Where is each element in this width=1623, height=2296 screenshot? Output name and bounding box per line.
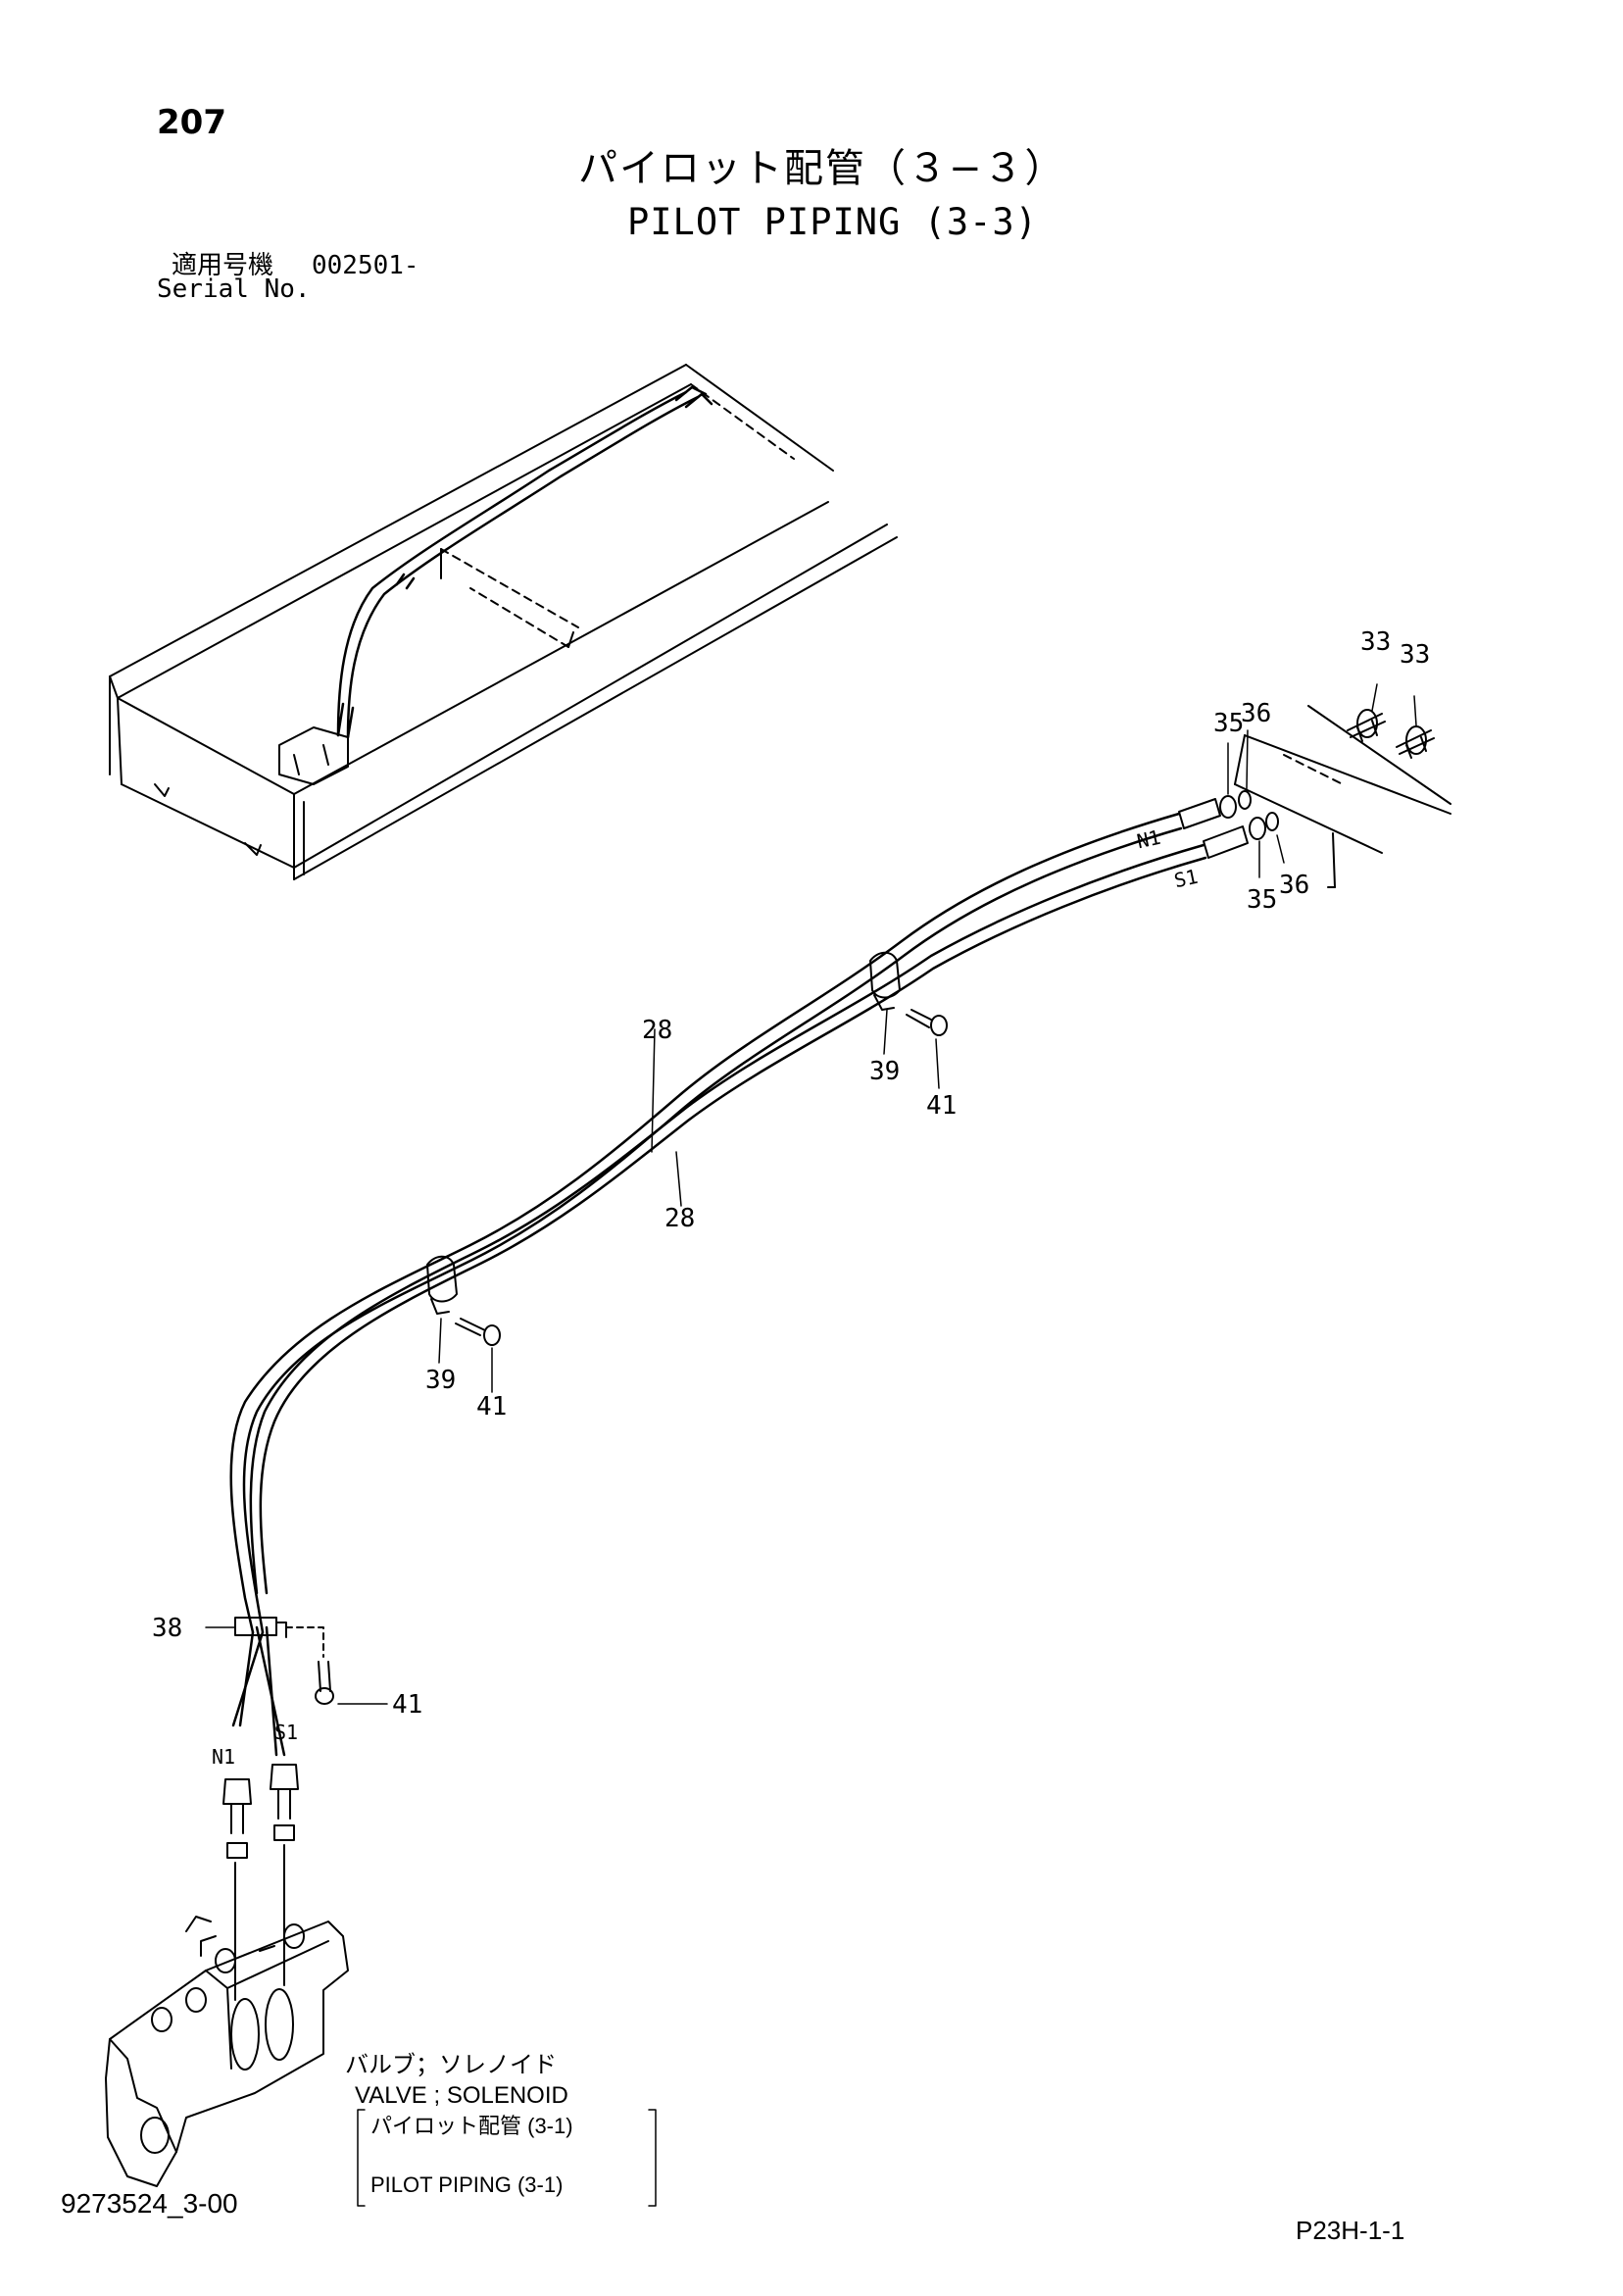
callout-41-upper: 41 (926, 1091, 958, 1121)
port-label-n1-top: N1 (1134, 824, 1163, 854)
callout-28-upper: 28 (642, 1016, 673, 1045)
callout-41-lower: 41 (392, 1690, 423, 1720)
callout-33-left: 33 (1360, 627, 1392, 657)
clamp-upper (870, 953, 947, 1035)
page-number: 207 (157, 103, 226, 142)
serial-label-en: Serial No. (157, 275, 311, 304)
ref-pipe-jp: パイロット配管 (3-1) (370, 2114, 573, 2138)
callout-39-upper: 39 (869, 1057, 901, 1086)
callout-33-right: 33 (1400, 640, 1431, 670)
callout-38: 38 (152, 1614, 183, 1643)
boom-harness (338, 387, 712, 737)
ref-valve-en: VALVE ; SOLENOID (355, 2082, 568, 2109)
leader-lines (206, 684, 1416, 1704)
boom-housing (110, 365, 897, 879)
port-label-s1-bottom: S1 (274, 1721, 299, 1744)
page-code: P23H-1-1 (1296, 2216, 1405, 2245)
ref-pipe-en: PILOT PIPING (3-1) (370, 2172, 564, 2197)
port-label-n1-bottom: N1 (212, 1745, 236, 1769)
clamp-middle (427, 1257, 500, 1345)
port-label-s1-top: S1 (1171, 864, 1201, 893)
document-id: 9273524_3-00 (61, 2188, 238, 2219)
callout-39-middle: 39 (425, 1366, 457, 1395)
reference-brackets (358, 2110, 656, 2206)
clamp-lower (235, 1618, 333, 1704)
callout-35-upper: 35 (1213, 709, 1245, 738)
page-title-en: PILOT PIPING (3-3) (627, 201, 1038, 243)
pilot-hoses (231, 814, 1205, 1755)
solenoid-valve (106, 1917, 348, 2186)
callout-36-upper: 36 (1241, 699, 1272, 728)
page-title-jp: パイロット配管（３−３） (578, 146, 1066, 191)
callout-41-middle: 41 (476, 1392, 508, 1422)
callout-35-lower: 35 (1247, 885, 1278, 915)
callout-28-lower: 28 (664, 1204, 696, 1233)
serial-value: 002501- (312, 251, 419, 280)
ref-valve-jp: バルブ；ソレノイド (345, 2052, 557, 2078)
serial-label-jp: 適用号機 (172, 251, 274, 280)
callout-36-lower: 36 (1279, 871, 1310, 900)
upper-fittings (1179, 706, 1451, 887)
